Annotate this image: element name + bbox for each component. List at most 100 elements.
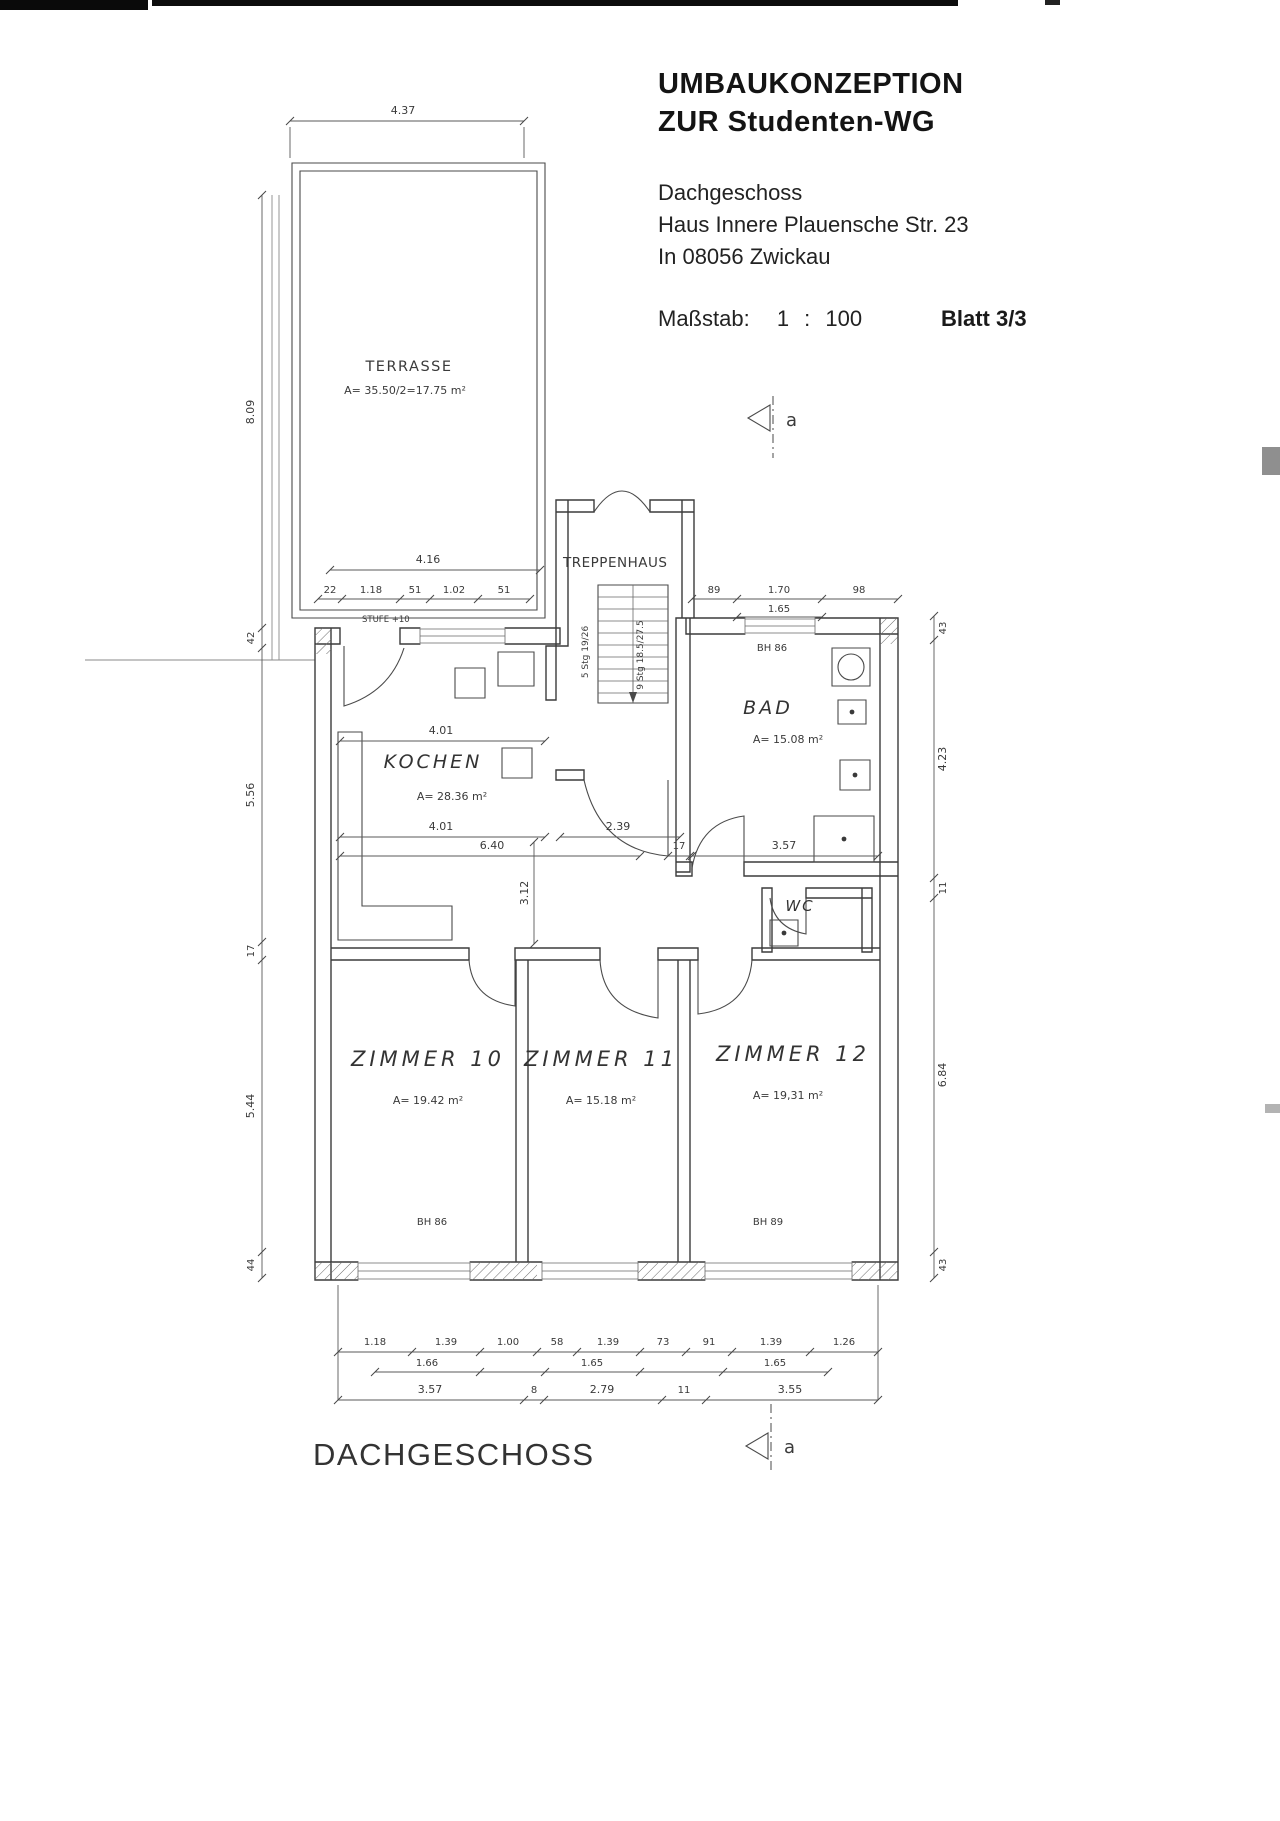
dim-label: 1.39	[435, 1337, 457, 1348]
dim-label: 42	[246, 632, 257, 645]
scale-row: Maßstab: 1 : 100	[658, 306, 862, 332]
dim-label: 5.44	[244, 1094, 257, 1119]
dim-label: 5.56	[244, 783, 257, 808]
bath-outlines	[769, 647, 875, 947]
site-boundary	[85, 195, 315, 661]
project-floor: Dachgeschoss	[658, 180, 803, 205]
fixture-dot	[781, 930, 787, 936]
stair-outline	[597, 584, 669, 704]
boundary-line	[85, 195, 315, 661]
dim-label: 17	[246, 945, 257, 958]
project-address: Haus Innere Plauensche Str. 23	[658, 212, 969, 237]
floor-title: DACHGESCHOSS	[313, 1437, 595, 1472]
dim-label: 51	[409, 585, 422, 596]
section-marker-top: a	[746, 396, 797, 458]
section-arrow-icon	[746, 404, 771, 432]
dim-label: 58	[551, 1337, 564, 1348]
door-swings	[343, 646, 807, 1019]
room-label-bad: BAD	[743, 697, 793, 719]
scan-artifact	[1045, 0, 1060, 5]
dim-label: 1.65	[768, 604, 790, 615]
scan-artifact	[1262, 447, 1280, 475]
dim-label: 1.00	[497, 1337, 519, 1348]
fixture-dot	[841, 836, 847, 842]
dimension-lines	[257, 116, 939, 1405]
dim-label: 6.40	[480, 839, 505, 852]
room-label-kochen: KOCHEN	[384, 751, 483, 773]
fixture-dot	[852, 772, 858, 778]
terrace-walls	[291, 162, 546, 619]
stair-arrow-head	[629, 692, 637, 703]
section-arrow-icon	[744, 1432, 769, 1460]
section-label: a	[786, 410, 797, 431]
room-area-zimmer10: A= 19.42 m²	[393, 1094, 463, 1107]
dim-label: 91	[703, 1337, 716, 1348]
room-label-zimmer12: ZIMMER 12	[715, 1042, 870, 1066]
room-label-treppenhaus: TREPPENHAUS	[562, 555, 667, 571]
dim-label: 51	[498, 585, 511, 596]
room-area-terrasse: A= 35.50/2=17.75 m²	[344, 384, 466, 397]
entry-door-arc	[593, 490, 651, 513]
room-label-zimmer10: ZIMMER 10	[350, 1047, 505, 1071]
dim-label: 2.39	[606, 820, 631, 833]
sheet-title-line1: UMBAUKONZEPTION	[658, 68, 964, 100]
dim-label: 1.65	[764, 1358, 786, 1369]
section-label: a	[784, 1437, 795, 1458]
project-city: In 08056 Zwickau	[658, 244, 831, 269]
dim-label: 44	[246, 1259, 257, 1272]
dim-label: 1.18	[360, 585, 382, 596]
dim-label: 89	[708, 585, 721, 596]
window-lines	[357, 617, 853, 1281]
dim-label: 4.01	[429, 724, 454, 737]
bh-label-zimmer10: BH 86	[417, 1217, 447, 1228]
dim-label: 4.23	[936, 747, 949, 772]
dim-label: 1.70	[768, 585, 790, 596]
dim-label: 43	[938, 622, 949, 635]
dim-label: 3.12	[518, 881, 531, 906]
dim-label: 1.66	[416, 1358, 438, 1369]
fixture-dot	[849, 709, 855, 715]
stufe-label: STUFE +10	[362, 615, 410, 625]
scale-label: Maßstab:	[658, 306, 750, 331]
dim-label: 73	[657, 1337, 670, 1348]
dim-label: 3.57	[418, 1383, 443, 1396]
kitchen-counter	[337, 731, 453, 941]
section-marker-bottom: a	[744, 1404, 795, 1470]
dim-label: 1.39	[597, 1337, 619, 1348]
room-label-terrasse: TERRASSE	[364, 359, 452, 375]
dim-label: 1.26	[833, 1337, 855, 1348]
dim-label: 1.02	[443, 585, 465, 596]
doors	[343, 646, 807, 1019]
dim-label: 8	[531, 1385, 537, 1396]
room-label-zimmer11: ZIMMER 11	[523, 1047, 678, 1071]
scan-artifact	[0, 0, 148, 10]
staircase	[593, 490, 669, 704]
dim-label: 8.09	[244, 400, 257, 425]
room-area-zimmer12: A= 19,31 m²	[753, 1089, 823, 1102]
bh-label-zimmer12: BH 89	[753, 1217, 783, 1228]
dim-label: 17	[673, 841, 686, 852]
dim-label: 3.55	[778, 1383, 803, 1396]
kitchen-fixtures	[337, 651, 535, 941]
windows	[357, 616, 853, 1282]
scale-value: 1 : 100	[776, 306, 863, 331]
bath-fixtures	[769, 647, 875, 947]
dim-ticks	[257, 116, 939, 1405]
sheet-title-line2: ZUR Studenten-WG	[658, 106, 936, 138]
dim-chains	[261, 120, 935, 1401]
dim-label: 22	[324, 585, 337, 596]
stair-run1-label: 5 Stg 19/26	[581, 626, 591, 679]
dim-label: 2.79	[590, 1383, 615, 1396]
dim-label: 1.65	[581, 1358, 603, 1369]
kitchen-appliances	[454, 651, 535, 779]
bh-label-bad: BH 86	[757, 643, 787, 654]
room-label-wc: WC	[785, 897, 814, 915]
terrace-outline	[291, 162, 546, 619]
dim-label: 4.01	[429, 820, 454, 833]
dim-label: 11	[678, 1385, 691, 1396]
dim-label: 4.37	[391, 104, 416, 117]
dim-label: 98	[853, 585, 866, 596]
room-area-zimmer11: A= 15.18 m²	[566, 1094, 636, 1107]
dim-label: 1.39	[760, 1337, 782, 1348]
